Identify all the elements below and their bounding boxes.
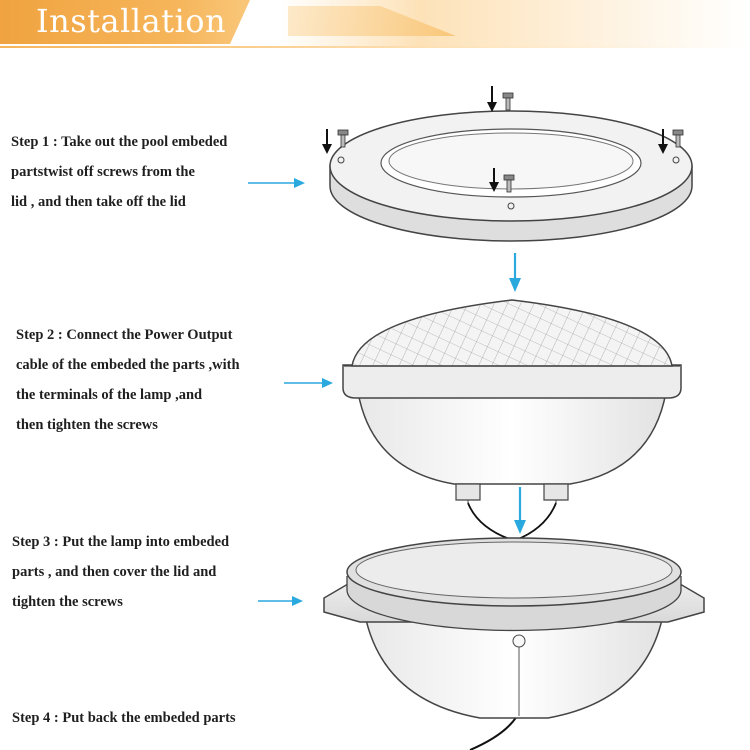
step-1-line-3: lid , and then take off the lid <box>11 194 186 210</box>
step-2-text: Step 2 : Connect the Power Output cable … <box>16 320 240 440</box>
arrow-down-icon <box>487 86 497 112</box>
step-1-text: Step 1 : Take out the pool embeded parts… <box>11 127 227 217</box>
step-3-text: Step 3 : Put the lamp into embeded parts… <box>12 527 229 617</box>
arrow-down-icon <box>509 253 521 292</box>
screw-icon <box>337 129 349 148</box>
screw-icon <box>503 174 515 193</box>
arrow-down-icon <box>322 129 332 154</box>
step-2-line-4: then tighten the screws <box>16 417 158 433</box>
step-1-line-2: partstwist off screws from the <box>11 164 195 180</box>
step-3-line-3: tighten the screws <box>12 594 123 610</box>
arrow-down-icon <box>489 168 499 192</box>
step-2-line-3: the terminals of the lamp ,and <box>16 387 203 403</box>
step-1-line-1: Step 1 : Take out the pool embeded <box>11 134 228 150</box>
arrow-right-icon <box>258 596 303 606</box>
header-banner: Installation <box>0 0 750 48</box>
header-tab <box>0 0 250 44</box>
arrow-right-icon <box>248 178 305 188</box>
screw-icon <box>502 92 514 111</box>
step-3-line-2: parts , and then cover the lid and <box>12 564 217 580</box>
lamp <box>342 299 682 503</box>
step-3-line-1: Step 3 : Put the lamp into embeded <box>12 534 230 550</box>
header-underline <box>0 46 750 48</box>
arrow-down-icon <box>658 129 668 154</box>
lid-ring <box>329 110 693 242</box>
arrow-right-icon <box>284 378 333 388</box>
page-title: Installation <box>36 2 227 40</box>
step-2-line-1: Step 2 : Connect the Power Output <box>16 327 233 343</box>
screw-icon <box>672 129 684 148</box>
step-2-line-2: cable of the embeded the parts ,with <box>16 357 240 373</box>
arrow-down-icon <box>514 487 526 534</box>
step-4-line-1: Step 4 : Put back the embeded parts <box>12 710 236 726</box>
step-4-text: Step 4 : Put back the embeded parts <box>12 703 236 733</box>
embedded-housing <box>323 537 705 719</box>
